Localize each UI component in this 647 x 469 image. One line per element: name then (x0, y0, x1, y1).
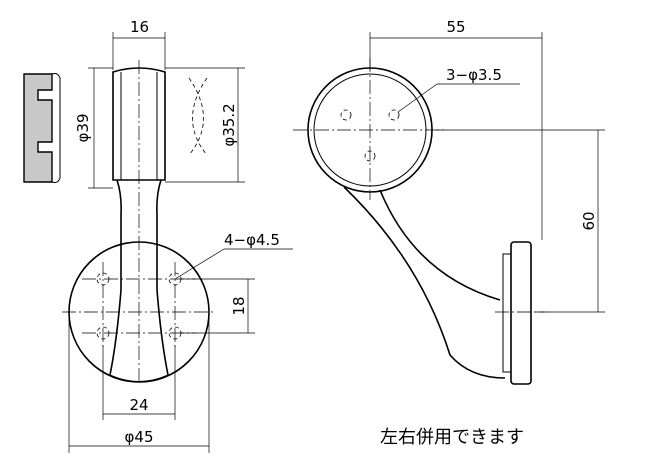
dim-holes-saddle: 3−φ3.5 (446, 66, 502, 84)
inner-tube-reference (188, 77, 208, 156)
side-view (293, 58, 545, 385)
dim-hole-pitch-v: 18 (230, 296, 248, 315)
dim-tube-outer: φ39 (74, 114, 92, 143)
dimension-lines-left (68, 32, 293, 453)
dim-top-width: 16 (130, 18, 149, 36)
dim-holes-base: 4−φ4.5 (224, 231, 280, 249)
dim-tube-inner: φ35.2 (220, 103, 238, 146)
dimension-lines-right (369, 32, 605, 313)
end-cap (23, 73, 61, 183)
dim-hole-pitch-h: 24 (129, 396, 148, 414)
dim-horizontal-reach: 55 (446, 18, 465, 36)
usage-note: 左右併用できます (380, 427, 524, 448)
front-view (62, 60, 216, 385)
dim-base-diameter: φ45 (125, 428, 154, 446)
dim-height: 60 (580, 211, 598, 230)
